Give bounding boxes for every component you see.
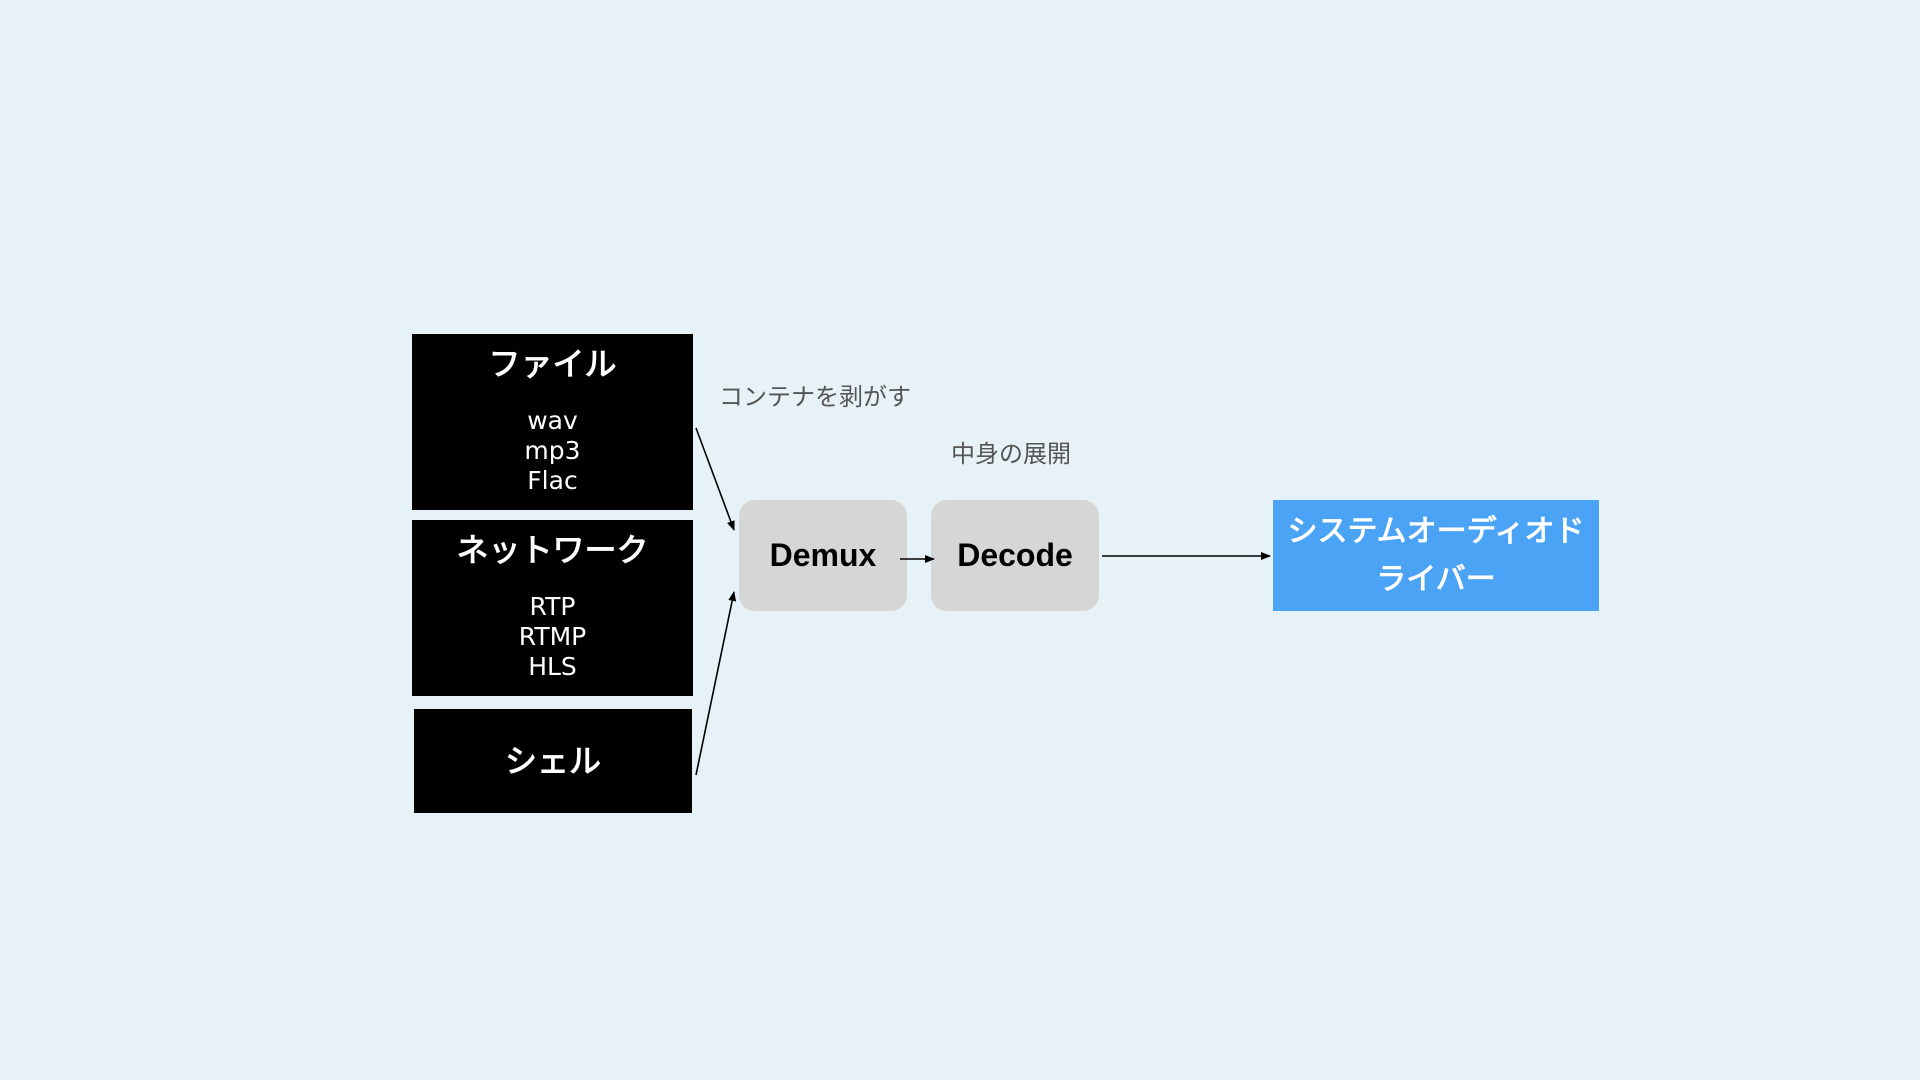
arrow-shell-to-demux	[695, 591, 737, 776]
protocol-item: HLS	[528, 652, 577, 681]
demux-annotation: コンテナを剥がす	[719, 383, 911, 411]
format-item: Flac	[527, 466, 578, 495]
source-shell-box: シェル	[414, 709, 692, 813]
system-audio-driver-label: システムオーディオドライバー	[1287, 513, 1585, 597]
source-shell-title: シェル	[504, 742, 601, 780]
arrow-file-to-demux	[695, 427, 735, 531]
format-item: wav	[527, 406, 578, 435]
source-network-title: ネットワーク	[456, 531, 649, 569]
decode-label: Decode	[957, 537, 1073, 573]
source-file-formats: wav mp3 Flac	[412, 406, 693, 496]
format-item: mp3	[524, 436, 581, 465]
source-file-title: ファイル	[488, 345, 617, 383]
source-file-box: ファイル wav mp3 Flac	[412, 334, 693, 510]
decode-box: Decode	[931, 500, 1099, 611]
demux-label: Demux	[769, 537, 877, 573]
demux-box: Demux	[739, 500, 907, 611]
source-network-box: ネットワーク RTP RTMP HLS	[412, 520, 693, 696]
system-audio-driver-box: システムオーディオドライバー	[1273, 500, 1599, 611]
decode-annotation: 中身の展開	[951, 440, 1071, 468]
protocol-item: RTMP	[518, 622, 587, 651]
protocol-item: RTP	[529, 592, 576, 621]
source-network-protocols: RTP RTMP HLS	[412, 592, 693, 682]
